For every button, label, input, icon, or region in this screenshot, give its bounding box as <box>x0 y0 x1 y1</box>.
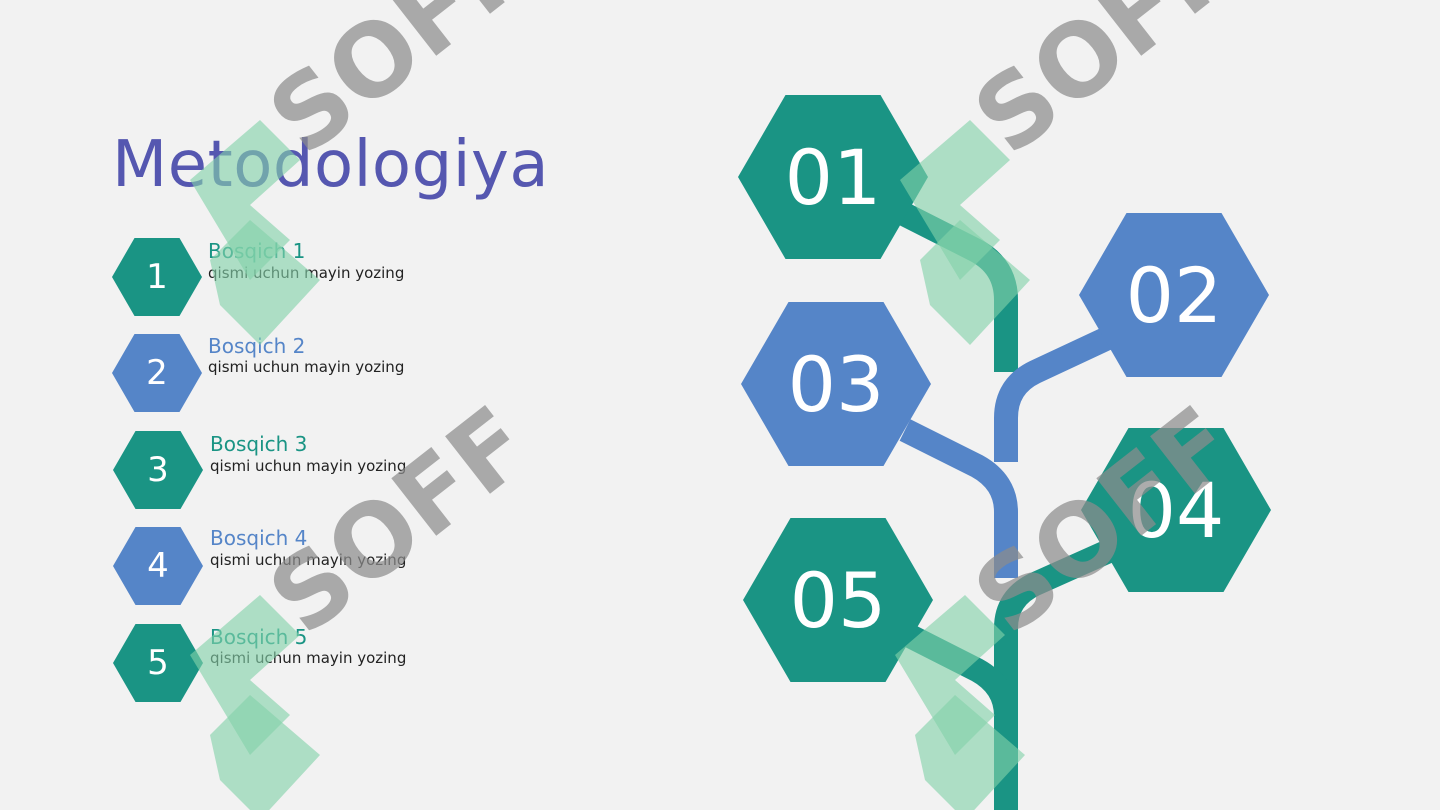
node-03-label: 03 <box>787 339 885 429</box>
step-2-number: 2 <box>146 353 168 393</box>
step-5-number: 5 <box>147 643 169 683</box>
branch-04 <box>994 535 1125 810</box>
step-3-subtitle: qismi uchun mayin yozing <box>210 457 407 475</box>
branch-02 <box>994 325 1118 462</box>
slide-title: Metodologiya <box>112 128 550 202</box>
branch-05 <box>902 624 1018 810</box>
step-3-hex: 3 <box>113 431 203 509</box>
node-01-hex: 01 <box>738 95 928 259</box>
node-03-hex: 03 <box>741 302 931 466</box>
step-4-subtitle: qismi uchun mayin yozing <box>210 551 407 569</box>
node-01-label: 01 <box>784 132 882 222</box>
step-1-number: 1 <box>146 257 168 297</box>
step-4-hex: 4 <box>113 527 203 605</box>
step-4-number: 4 <box>147 546 169 586</box>
step-4-title: Bosqich 4 <box>210 526 308 550</box>
step-1-hex: 1 <box>112 238 202 316</box>
node-02-label: 02 <box>1125 250 1223 340</box>
branch-01 <box>894 201 1018 372</box>
step-3-title: Bosqich 3 <box>210 432 308 456</box>
step-2-hex: 2 <box>112 334 202 412</box>
node-04-label: 04 <box>1127 465 1225 555</box>
step-5-hex: 5 <box>113 624 203 702</box>
step-3-number: 3 <box>147 450 169 490</box>
node-05-label: 05 <box>789 555 887 645</box>
step-2-subtitle: qismi uchun mayin yozing <box>208 358 405 376</box>
branch-03 <box>899 419 1018 578</box>
